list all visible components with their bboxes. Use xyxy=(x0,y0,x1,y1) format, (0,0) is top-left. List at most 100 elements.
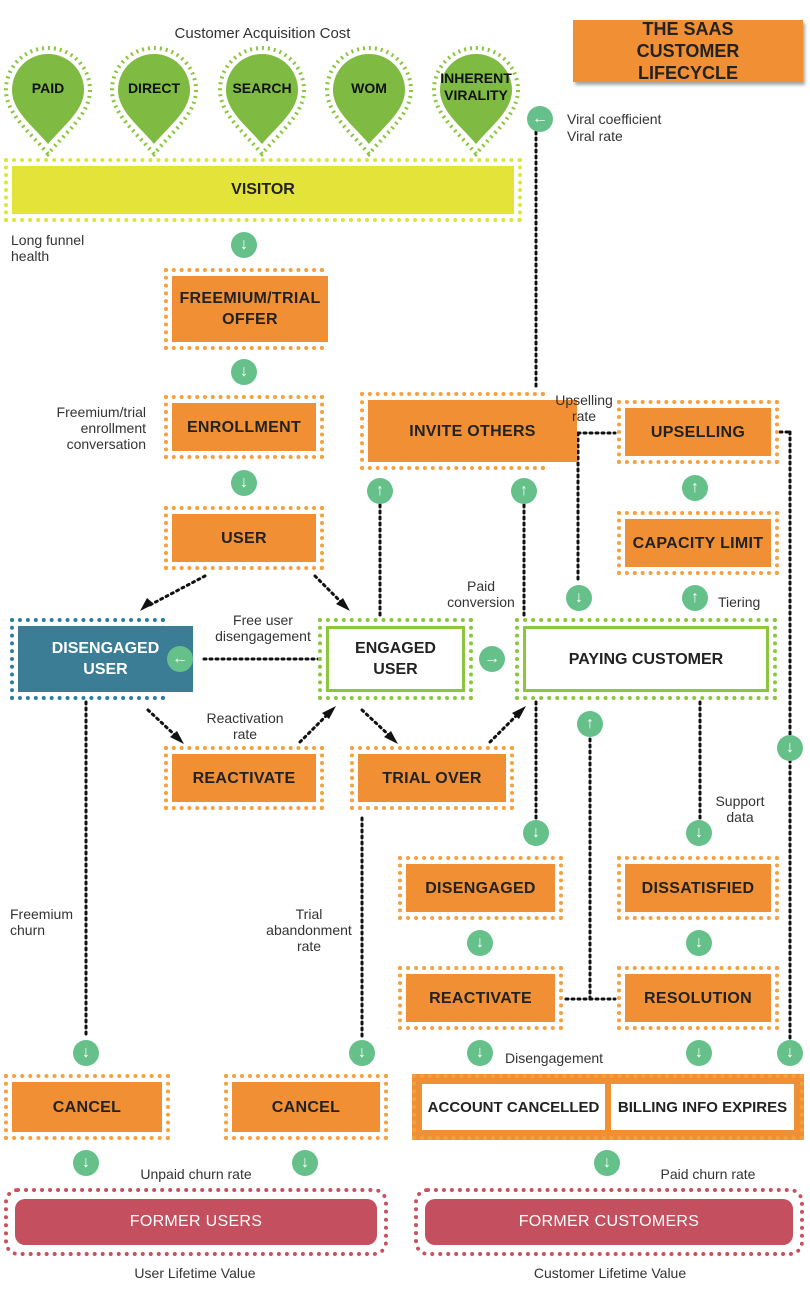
map-pin-icon xyxy=(109,46,199,158)
disengagement-label: Disengagement xyxy=(505,1050,604,1066)
user-lifetime-value-label: User Lifetime Value xyxy=(134,1265,256,1281)
trial-over-box: TRIAL OVER xyxy=(350,746,514,810)
resolution-label: RESOLUTION xyxy=(625,974,771,1022)
freemium-churn-label: Freemium churn xyxy=(10,906,74,938)
arrow-down-icon: ↓ xyxy=(686,930,712,956)
cancel-2-box: CANCEL xyxy=(224,1074,388,1140)
former-users-label: FORMER USERS xyxy=(15,1199,377,1245)
engaged-user-box: ENGAGED USER xyxy=(318,618,473,700)
capacity-limit-box: CAPACITY LIMIT xyxy=(617,511,779,575)
channel-label: PAID xyxy=(31,80,65,96)
arrow-up-icon: ↑ xyxy=(511,478,537,504)
arrow-down-icon: ↓ xyxy=(231,359,257,385)
resolution-box: RESOLUTION xyxy=(617,966,779,1030)
arrow-left-icon: ← xyxy=(527,106,553,132)
upselling-box: UPSELLING xyxy=(617,400,779,464)
dissatisfied-label: DISSATISFIED xyxy=(625,864,771,912)
reactivate-left-box: REACTIVATE xyxy=(164,746,324,810)
map-pin-icon xyxy=(324,46,414,158)
freemium-trial-offer-label: FREEMIUM/TRIAL OFFER xyxy=(172,276,328,342)
cancel-2-label: CANCEL xyxy=(232,1082,380,1132)
former-customers-box: FORMER CUSTOMERS xyxy=(414,1188,804,1256)
arrow-left-icon: ← xyxy=(167,646,193,672)
arrow-up-icon: ↑ xyxy=(577,711,603,737)
map-pin-icon xyxy=(217,46,307,158)
disengaged-user-box: DISENGAGED USER xyxy=(10,618,193,700)
disengaged-box: DISENGAGED xyxy=(398,856,563,920)
trial-over-label: TRIAL OVER xyxy=(358,754,506,802)
cancel-1-label: CANCEL xyxy=(12,1082,162,1132)
reactivate-right-box: REACTIVATE xyxy=(398,966,563,1030)
paying-customer-box: PAYING CUSTOMER xyxy=(515,618,777,700)
arrow-down-icon: ↓ xyxy=(686,1040,712,1066)
engaged-user-label: ENGAGED USER xyxy=(326,626,465,692)
arrow-up-icon: ↑ xyxy=(367,478,393,504)
invite-others-label: INVITE OTHERS xyxy=(368,400,577,462)
paying-customer-label: PAYING CUSTOMER xyxy=(523,626,769,692)
former-users-box: FORMER USERS xyxy=(4,1188,388,1256)
arrow-down-icon: ↓ xyxy=(523,820,549,846)
support-data-label: Support data xyxy=(715,793,765,825)
long-funnel-label: Long funnel health xyxy=(11,232,85,264)
arrow-down-icon: ↓ xyxy=(777,735,803,761)
user-label: USER xyxy=(172,514,316,562)
channel-label: INHERENT VIRALITY xyxy=(440,70,512,103)
cancel-1-box: CANCEL xyxy=(4,1074,170,1140)
arrow-up-icon: ↑ xyxy=(682,585,708,611)
upselling-rate-label: Upselling rate xyxy=(555,392,613,424)
diagram-title-text: THE SAAS CUSTOMER LIFECYCLE xyxy=(636,19,740,83)
enrollment-box: ENROLLMENT xyxy=(164,395,324,459)
trial-abandonment-label: Trial abandonment rate xyxy=(266,906,352,954)
arrow-down-icon: ↓ xyxy=(73,1150,99,1176)
viral-rate-label: Viral rate xyxy=(567,128,623,144)
arrow-down-icon: ↓ xyxy=(777,1040,803,1066)
dissatisfied-box: DISSATISFIED xyxy=(617,856,779,920)
upselling-label: UPSELLING xyxy=(625,408,771,456)
billing-info-expires-label: BILLING INFO EXPIRES xyxy=(611,1084,794,1130)
paid-conversion-label: Paid conversion xyxy=(447,578,515,610)
channel-pin: WOM xyxy=(321,44,417,159)
channel-pin: SEARCH xyxy=(214,44,310,159)
arrow-down-icon: ↓ xyxy=(686,820,712,846)
arrow-down-icon: ↓ xyxy=(594,1150,620,1176)
diagram-title: THE SAAS CUSTOMER LIFECYCLE xyxy=(573,19,803,83)
channel-label: WOM xyxy=(351,80,387,96)
arrow-right-icon: → xyxy=(479,646,505,672)
visitor-label: VISITOR xyxy=(12,166,514,214)
arrow-down-icon: ↓ xyxy=(349,1040,375,1066)
account-cancelled-label: ACCOUNT CANCELLED xyxy=(422,1084,605,1130)
arrow-down-icon: ↓ xyxy=(292,1150,318,1176)
visitor-box: VISITOR xyxy=(4,158,522,222)
channel-pin: INHERENT VIRALITY xyxy=(428,44,524,159)
enrollment-label: ENROLLMENT xyxy=(172,403,316,451)
arrow-down-icon: ↓ xyxy=(566,585,592,611)
channel-label: DIRECT xyxy=(127,80,181,96)
customer-lifetime-value-label: Customer Lifetime Value xyxy=(533,1265,687,1281)
freemium-trial-offer-box: FREEMIUM/TRIAL OFFER xyxy=(164,268,328,350)
disengaged-label: DISENGAGED xyxy=(406,864,555,912)
channel-pin: DIRECT xyxy=(106,44,202,159)
reactivate-right-label: REACTIVATE xyxy=(406,974,555,1022)
account-end-box: ACCOUNT CANCELLED BILLING INFO EXPIRES xyxy=(412,1074,804,1140)
free-user-disengagement-label: Free user disengagement xyxy=(215,612,311,644)
unpaid-churn-rate-label: Unpaid churn rate xyxy=(140,1166,252,1182)
disengaged-user-label: DISENGAGED USER xyxy=(18,626,193,692)
reactivate-left-label: REACTIVATE xyxy=(172,754,316,802)
tiering-label: Tiering xyxy=(718,594,761,610)
arrow-down-icon: ↓ xyxy=(73,1040,99,1066)
arrow-down-icon: ↓ xyxy=(467,930,493,956)
invite-others-box: INVITE OTHERS xyxy=(360,392,577,470)
enrollment-conversation-label: Freemium/trial enrollment conversation xyxy=(56,404,146,452)
arrow-down-icon: ↓ xyxy=(231,470,257,496)
channel-label: SEARCH xyxy=(232,80,292,96)
channel-pin: PAID xyxy=(0,44,96,159)
acquisition-heading: Customer Acquisition Cost xyxy=(174,25,351,42)
paid-churn-rate-label: Paid churn rate xyxy=(660,1166,756,1182)
arrow-up-icon: ↑ xyxy=(682,475,708,501)
user-box: USER xyxy=(164,506,324,570)
capacity-limit-label: CAPACITY LIMIT xyxy=(625,519,771,567)
arrow-down-icon: ↓ xyxy=(467,1040,493,1066)
reactivation-rate-label: Reactivation rate xyxy=(206,710,284,742)
map-pin-icon xyxy=(3,46,93,158)
